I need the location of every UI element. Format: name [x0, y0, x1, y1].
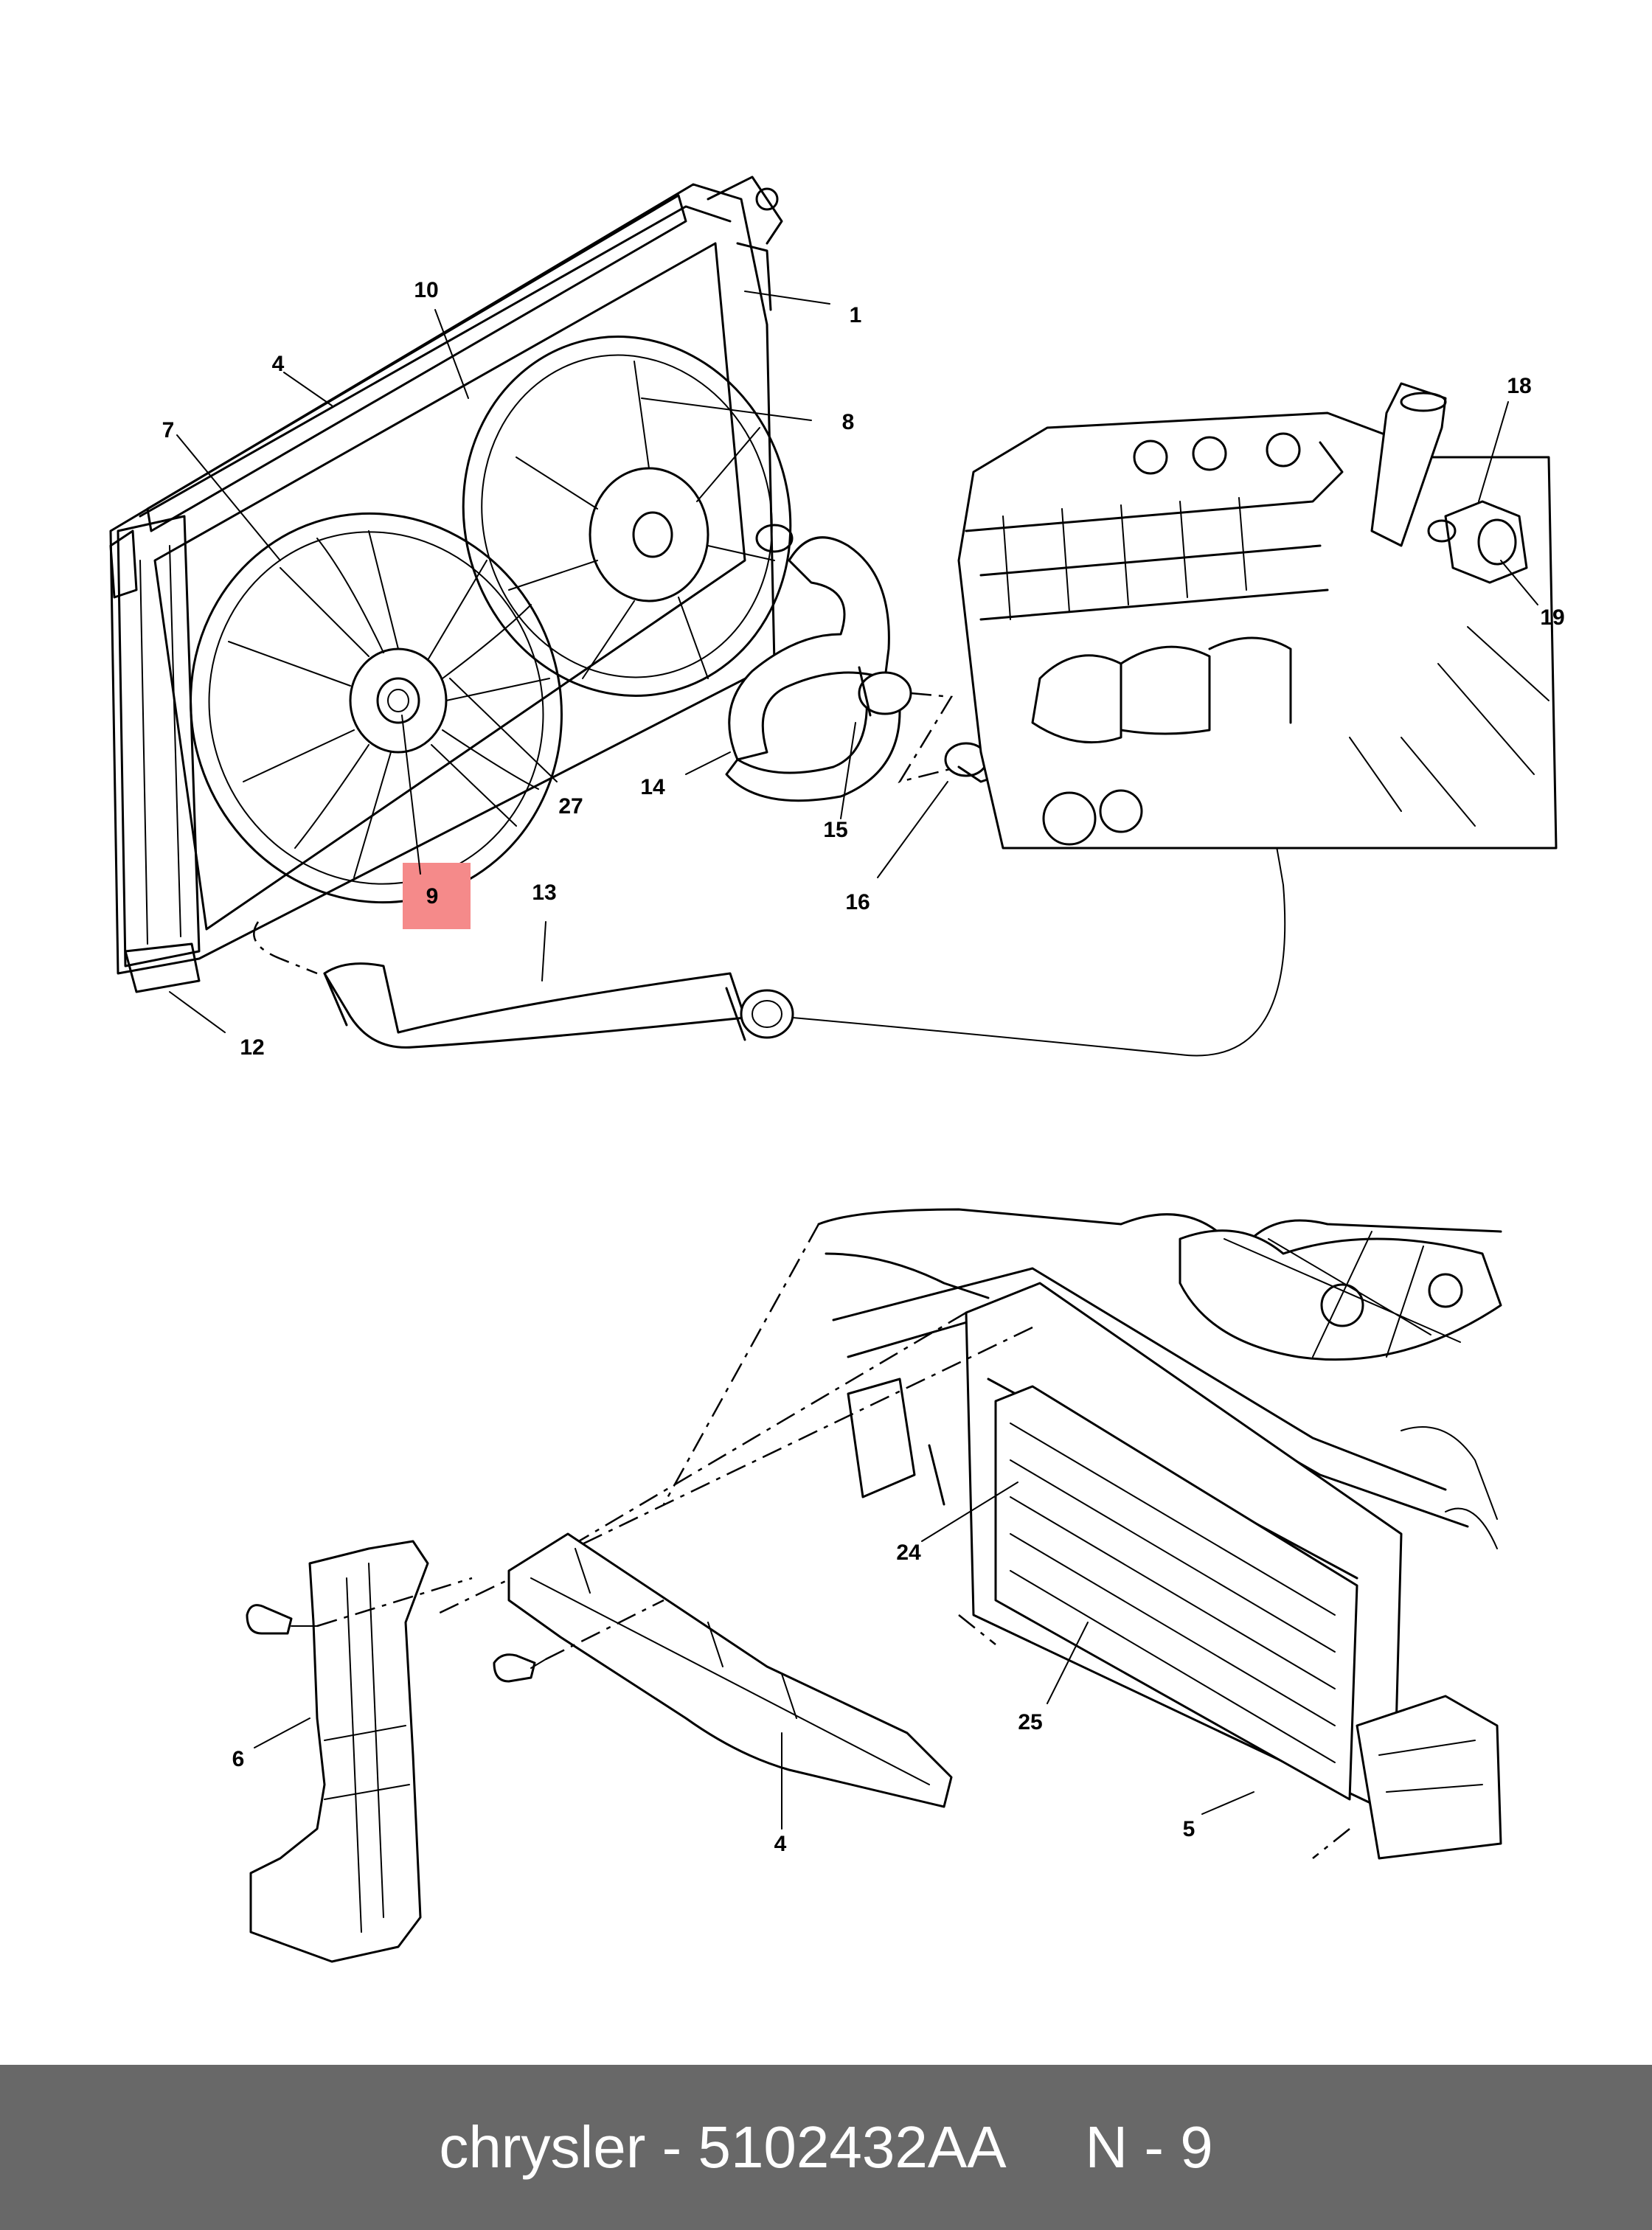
callout-9: 9: [426, 884, 439, 909]
callout-6: 6: [232, 1747, 245, 1771]
callout-19: 19: [1540, 605, 1564, 630]
callout-14: 14: [640, 775, 665, 799]
leader-lines-bottom: [254, 1482, 1254, 1830]
highlight-box-part-9: [403, 863, 471, 929]
callout-10: 10: [414, 278, 438, 302]
callout-15: 15: [823, 818, 847, 842]
part-number-footer: chrysler - 5102432AA N - 9: [0, 2065, 1652, 2230]
vehicle-front-structure: [434, 1208, 1502, 1860]
callout-12: 12: [240, 1035, 264, 1060]
radiator-assembly: [109, 176, 783, 993]
callout-4-top: 4: [272, 352, 285, 376]
parts-diagram: 1 4 7 8 9 10 12 13 14 15 16 18 19 27 4 5…: [109, 176, 1565, 1963]
callout-18: 18: [1507, 374, 1531, 398]
leader-lines-top: [169, 291, 1538, 1033]
callout-13: 13: [532, 880, 556, 905]
callout-16: 16: [845, 890, 870, 914]
lower-radiator-hose: [253, 523, 1431, 1057]
callout-25: 25: [1018, 1710, 1042, 1734]
side-air-deflector: [249, 1540, 429, 1963]
callout-8: 8: [842, 410, 855, 434]
footer-part-label: chrysler - 5102432AA N - 9: [439, 2114, 1213, 2180]
callout-24: 24: [896, 1540, 921, 1565]
callout-27: 27: [558, 794, 583, 819]
push-pin-screws: [246, 1577, 664, 1683]
callout-5: 5: [1183, 1817, 1195, 1841]
callout-1: 1: [850, 303, 862, 327]
left-fan-assembly: [190, 512, 563, 904]
right-fan-assembly: [462, 336, 792, 697]
air-deflector: [507, 1532, 953, 1808]
callout-labels: 1 4 7 8 9 10 12 13 14 15 16 18 19 27 4 5…: [162, 278, 1565, 1856]
engine-block: [957, 382, 1558, 850]
callout-7: 7: [162, 418, 175, 442]
upper-radiator-hose: [725, 524, 1004, 802]
callout-4-bottom: 4: [774, 1832, 787, 1856]
